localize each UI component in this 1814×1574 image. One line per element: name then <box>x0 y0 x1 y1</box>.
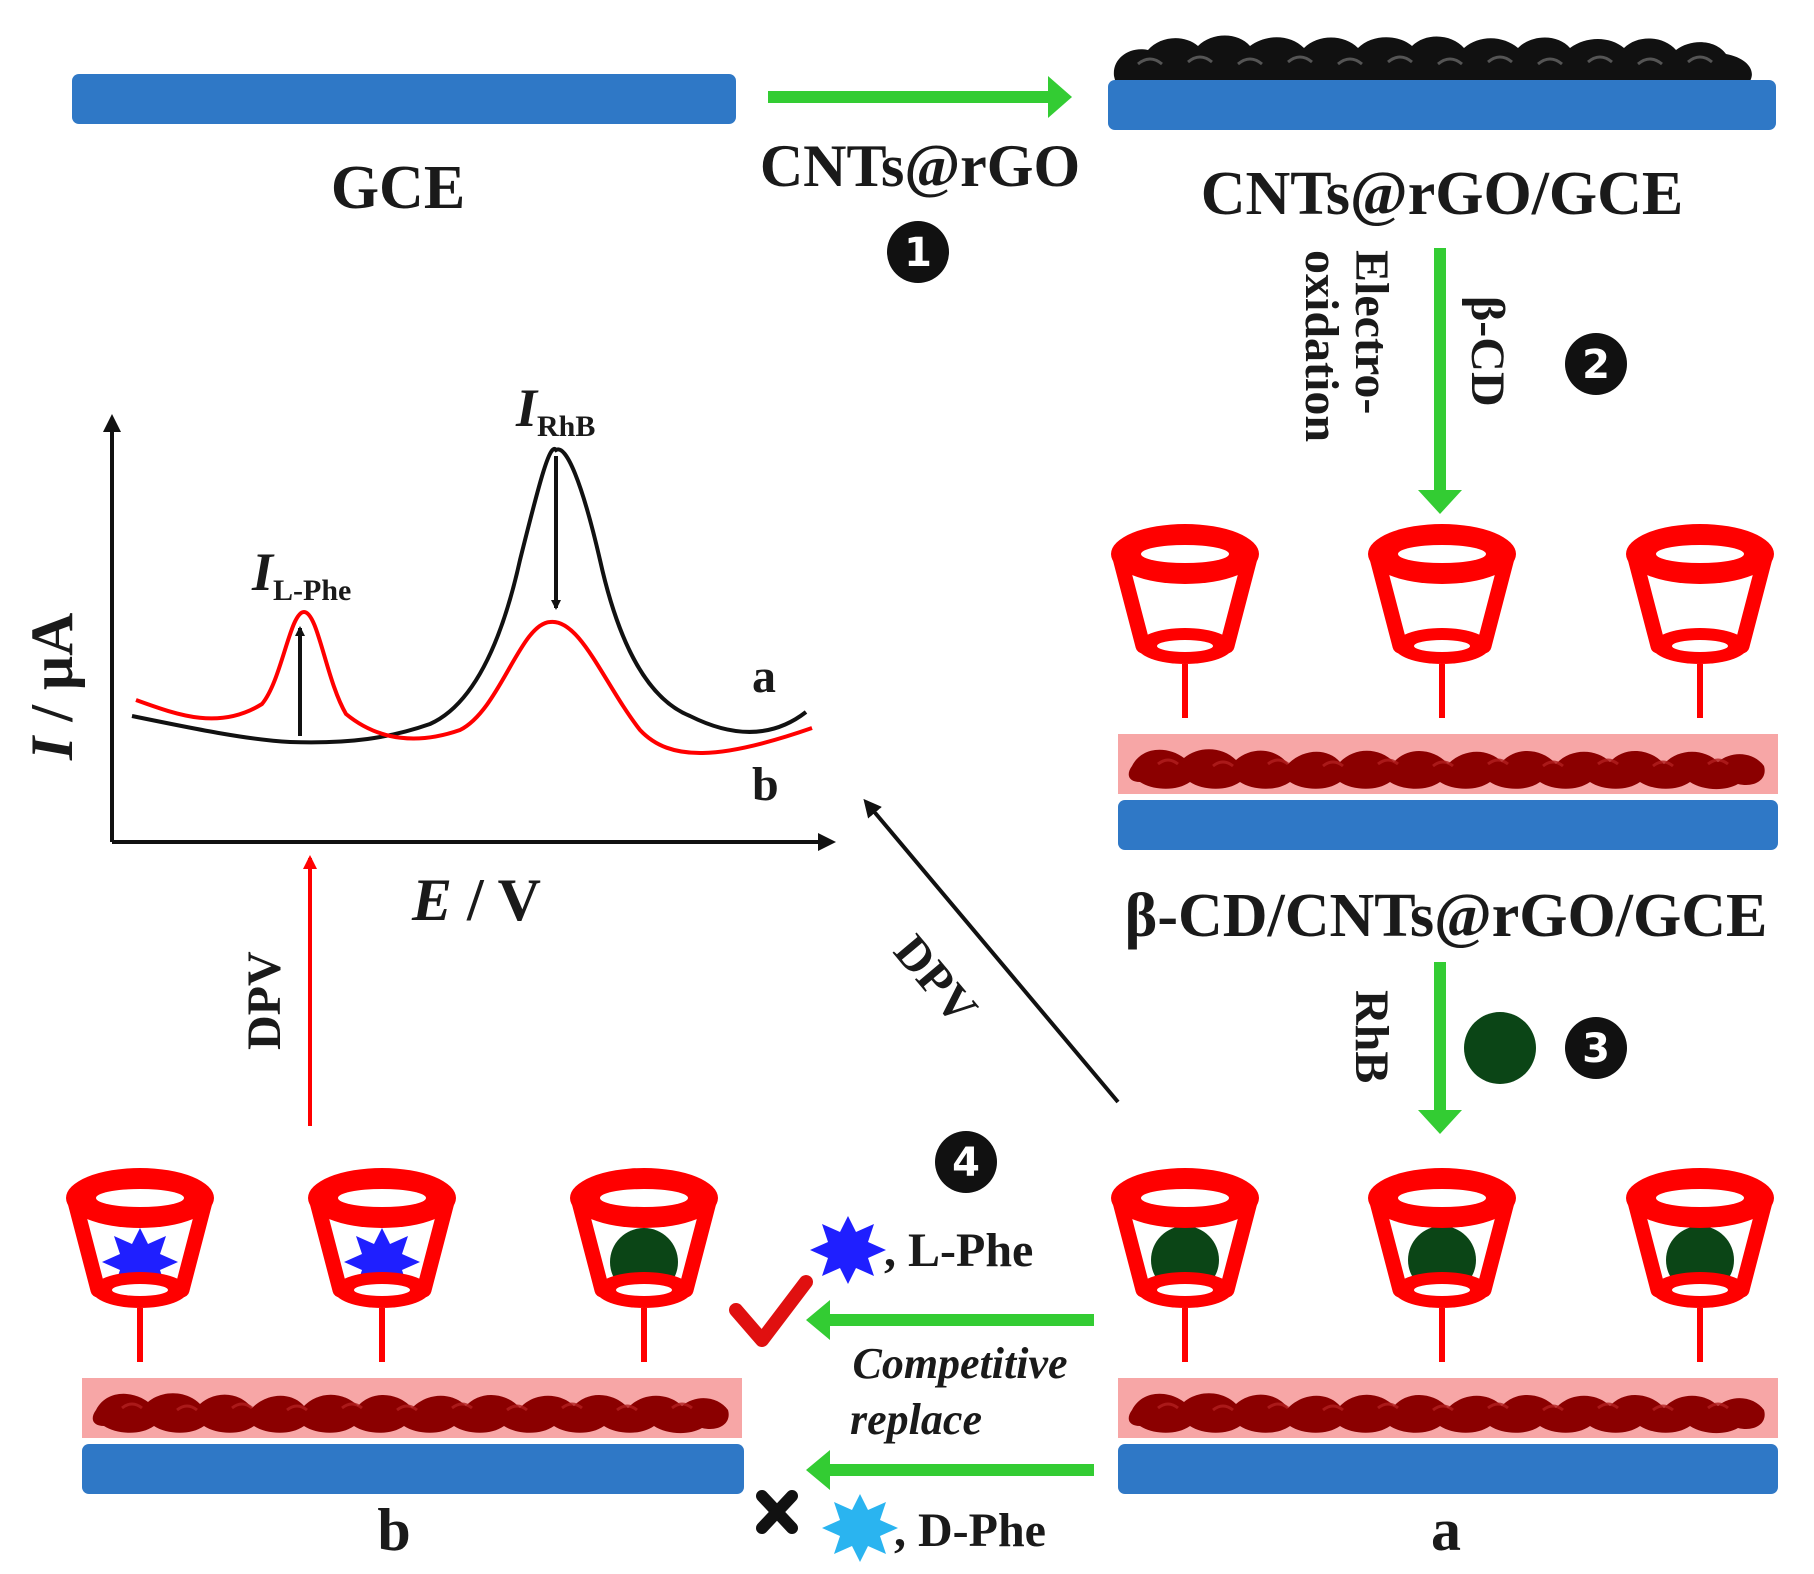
label-l-phe: , L-Phe <box>884 1224 1033 1277</box>
electrode-middle <box>1118 800 1778 850</box>
arrow-step-2-head <box>1418 490 1462 514</box>
arrow-l-phe-head <box>806 1300 830 1340</box>
y-axis-rest: / μA <box>19 613 85 737</box>
step-2-badge: 2 <box>1565 333 1627 395</box>
peak-lphe-sub: L-Phe <box>273 574 351 607</box>
label-d-phe: , D-Phe <box>894 1504 1046 1557</box>
step-3-number: 3 <box>1582 1026 1610 1072</box>
label-gce: GCE <box>331 154 465 222</box>
y-axis-i: I <box>19 734 85 761</box>
label-dpv-b: DPV <box>238 951 291 1050</box>
peak-rhb-i: I <box>515 378 539 438</box>
electrode-cnts-rgo-gce <box>1108 80 1776 130</box>
label-rhb: RhB <box>1345 990 1398 1083</box>
peak-label-rhb: IRhB <box>515 378 595 443</box>
label-electrode-a: a <box>1431 1497 1461 1563</box>
cross-icon <box>756 1490 798 1534</box>
electrode-a-assembly <box>1111 1168 1778 1494</box>
electrode-b <box>82 1444 744 1494</box>
electrode-gce <box>72 74 736 124</box>
rhb-molecule-icon <box>1464 1012 1536 1084</box>
cd-cup <box>1111 524 1259 718</box>
x-axis-rest: / V <box>452 867 541 933</box>
curve-a <box>131 446 808 745</box>
step-4-badge: 4 <box>935 1131 997 1193</box>
step-2-number: 2 <box>1582 342 1610 388</box>
electrode-b-assembly <box>66 1168 744 1494</box>
y-axis-label: I / μA <box>19 613 85 761</box>
label-cnts-rgo: CNTs@rGO <box>760 133 1080 199</box>
label-electrode-b: b <box>377 1497 410 1563</box>
arrow-step-3-head <box>1418 1110 1462 1134</box>
cd-cup <box>1626 524 1774 718</box>
composite-film <box>1116 1376 1780 1440</box>
cnt-layer-top <box>1112 34 1754 86</box>
arrow-step-1-head <box>1048 76 1072 118</box>
peak-rhb-sub: RhB <box>537 410 595 443</box>
arrow-dpv-a <box>863 798 1120 1104</box>
curve-b <box>135 609 813 755</box>
composite-film <box>80 1376 744 1440</box>
label-replace: replace <box>850 1395 982 1444</box>
curve-label-b: b <box>752 758 779 811</box>
label-oxidation: oxidation <box>1295 250 1348 442</box>
peak-lphe-i: I <box>251 542 275 602</box>
dpv-plot: IRhB IL-Phe a b I / μA E / V <box>19 378 836 933</box>
step-1-badge: 1 <box>887 221 949 283</box>
step-1-number: 1 <box>904 230 932 276</box>
step-3-badge: 3 <box>1565 1017 1627 1079</box>
cd-cup <box>1368 524 1516 718</box>
d-phe-molecule-icon <box>822 1494 898 1562</box>
electrode-a <box>1118 1444 1778 1494</box>
label-competitive: Competitive <box>852 1339 1067 1388</box>
label-beta-cd-full: β-CD/CNTs@rGO/GCE <box>1125 882 1768 950</box>
curve-label-a: a <box>752 650 776 703</box>
label-cnts-rgo-gce: CNTs@rGO/GCE <box>1201 160 1684 228</box>
x-axis-e: E <box>411 867 452 933</box>
label-electro: Electro- <box>1345 250 1398 414</box>
peak-label-lphe: IL-Phe <box>251 542 351 607</box>
arrow-d-phe-head <box>806 1450 830 1490</box>
l-phe-molecule-icon <box>810 1216 886 1284</box>
x-axis-label: E / V <box>411 867 541 933</box>
cd-electrode-middle <box>1111 524 1778 850</box>
composite-film <box>1116 732 1780 796</box>
label-beta-cd: β-CD <box>1461 296 1514 407</box>
step-4-number: 4 <box>952 1140 980 1186</box>
check-icon <box>729 1275 813 1347</box>
label-dpv-a: DPV <box>884 925 988 1035</box>
